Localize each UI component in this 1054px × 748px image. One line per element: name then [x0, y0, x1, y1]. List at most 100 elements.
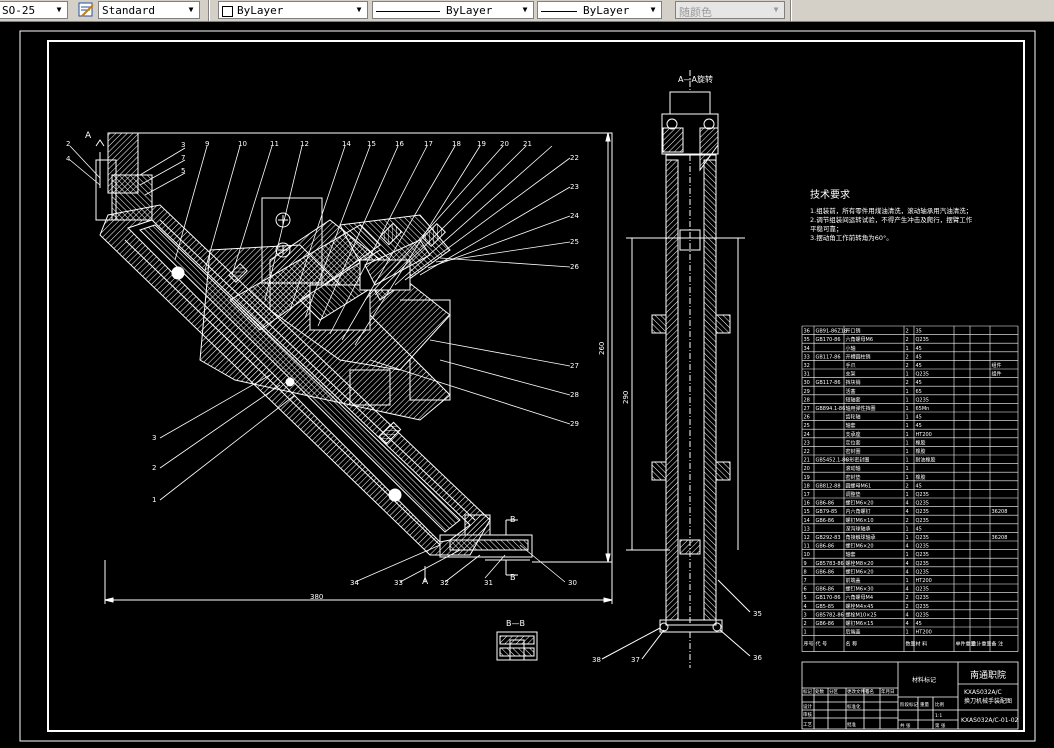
lineweight-combo[interactable]: ByLayer ▼: [537, 1, 662, 19]
bom-cell-qty: 1: [906, 492, 909, 498]
bom-cell-qty: 1: [906, 466, 909, 472]
bom-cell-n: 10: [804, 552, 810, 558]
bom-cell-code: GB5452.1-86: [816, 458, 849, 464]
bom-cell-qty: 4: [906, 587, 909, 593]
bom-cell-n: 19: [804, 475, 810, 481]
bom-cell-code: GB117-86: [816, 380, 841, 386]
callout-12: 12: [300, 140, 309, 148]
bom-cell-n: 17: [804, 492, 810, 498]
layer-combo[interactable]: ByLayer ▼: [218, 1, 368, 19]
callout-3: 3: [181, 141, 185, 149]
tech-title: 技术要求: [810, 188, 850, 201]
callout-24: 24: [570, 212, 579, 220]
bom-cell-mat: HT200: [916, 630, 932, 636]
tb-cell-approve: 批准: [847, 721, 856, 728]
callout-9: 9: [205, 140, 209, 148]
tb-cell-review: 审核: [803, 711, 812, 718]
tech-item-1: 1.组装前，所有零件用煤油清洗，滚动轴承用汽油清洗；: [810, 206, 972, 215]
main-assembly-view: [95, 132, 613, 604]
detail-b-b: [496, 631, 538, 661]
callout-2: 2: [66, 140, 70, 148]
bom-cell-code: GB5-85: [816, 604, 835, 610]
text-style-icon[interactable]: [78, 2, 95, 18]
callout-3b: 3: [152, 434, 156, 442]
bom-cell-qty: 2: [906, 363, 909, 369]
callout-17: 17: [424, 140, 433, 148]
bom-cell-n: 4: [804, 604, 807, 610]
callout-18: 18: [452, 140, 461, 148]
title-block: [801, 661, 1019, 730]
bom-cell-name: 定位套: [846, 439, 861, 446]
bom-cell-qty: 2: [906, 595, 909, 601]
callout-20: 20: [500, 140, 509, 148]
bom-cell-n: 1: [804, 630, 807, 636]
bom-cell-qty: 4: [906, 509, 909, 515]
bom-cell-qty: 2: [906, 354, 909, 360]
bom-cell-name: 螺栓M8×20: [846, 560, 874, 567]
bom-cell-name: 螺钉M6×30: [846, 586, 874, 593]
chevron-down-icon[interactable]: ▼: [522, 5, 528, 14]
dim-height: 260: [598, 342, 606, 355]
bom-cell-code: GB6-86: [816, 587, 835, 593]
bom-cell-n: 15: [804, 509, 810, 515]
callout-37: 37: [631, 656, 640, 664]
tech-item-3: 平稳可靠；: [810, 224, 843, 233]
bom-cell-qty: 1: [906, 397, 909, 403]
bom-cell-n: 16: [804, 501, 810, 507]
bom-cell-mat: 35: [916, 329, 922, 335]
plotstyle-combo[interactable]: 随颜色 ▼: [675, 1, 785, 19]
chevron-down-icon[interactable]: ▼: [56, 5, 62, 14]
lineweight-preview-icon: [541, 10, 577, 12]
bom-cell-n: 2: [804, 621, 807, 627]
bom-cell-qty: 1: [906, 406, 909, 412]
tb-cell-sign: 签名: [865, 688, 874, 695]
textstyle-combo[interactable]: Standard ▼: [98, 1, 200, 19]
bom-cell-name: 活塞: [846, 388, 856, 395]
chevron-down-icon[interactable]: ▼: [356, 5, 362, 14]
inner-border: [47, 40, 1025, 732]
bom-cell-note: 36208: [992, 535, 1008, 541]
bom-cell-mat: 65: [916, 389, 922, 395]
bom-cell-name: 螺钉M6×20: [846, 543, 874, 550]
bom-cell-n: 9: [804, 561, 807, 567]
chevron-down-icon: ▼: [773, 5, 779, 14]
callout-16: 16: [395, 140, 404, 148]
tech-item-2: 2.调节组装间运转试验，不得产生冲击及爬行，摆臂工作: [810, 215, 973, 224]
bom-cell-qty: 1: [906, 630, 909, 636]
bom-cell-code: GB894.1-86: [816, 406, 846, 412]
drawing-canvas[interactable]: 2 4 3 7 5 6 9 10 11 12 14 15 16 17 18 19…: [0, 21, 1054, 748]
bom-cell-qty: 1: [906, 449, 909, 455]
bom-header-cell: 名 称: [846, 641, 858, 648]
linetype-combo[interactable]: ByLayer ▼: [372, 1, 534, 19]
bom-cell-mat: 橡胶: [916, 474, 926, 481]
bom-cell-n: 11: [804, 544, 810, 550]
bom-cell-mat: 橡胶: [916, 448, 926, 455]
bom-cell-name: 挡块销: [846, 379, 861, 386]
color-swatch-icon: [222, 5, 233, 17]
dimstyle-combo[interactable]: SO-25 ▼: [0, 1, 68, 19]
bom-cell-mat: Q235: [916, 535, 929, 541]
callout-33: 33: [394, 579, 403, 587]
bom-cell-qty: 2: [906, 483, 909, 489]
bom-cell-code: GB6-86: [816, 621, 835, 627]
tb-cell-change-doc: 更改文件号: [847, 688, 870, 695]
chevron-down-icon[interactable]: ▼: [188, 5, 194, 14]
callout-27: 27: [570, 362, 579, 370]
bom-cell-qty: 1: [906, 552, 909, 558]
bom-cell-name: 角接触球轴承: [846, 534, 876, 541]
bom-cell-name: 螺钉M6×15: [846, 620, 874, 627]
bom-cell-code: GB170-86: [816, 595, 841, 601]
bom-cell-qty: 1: [906, 535, 909, 541]
bom-cell-mat: 45: [916, 621, 922, 627]
callout-15: 15: [367, 140, 376, 148]
bom-cell-n: 34: [804, 346, 810, 352]
bom-cell-qty: 1: [906, 389, 909, 395]
bom-cell-name: 轴用弹性挡圈: [846, 405, 876, 412]
bom-cell-qty: 2: [906, 329, 909, 335]
bom-cell-name: 螺钉M6×20: [846, 500, 874, 507]
bom-cell-name: 手爪: [846, 362, 856, 369]
bom-cell-code: GB6-86: [816, 569, 835, 575]
bom-cell-mat: Q235: [916, 509, 929, 515]
chevron-down-icon[interactable]: ▼: [650, 5, 656, 14]
